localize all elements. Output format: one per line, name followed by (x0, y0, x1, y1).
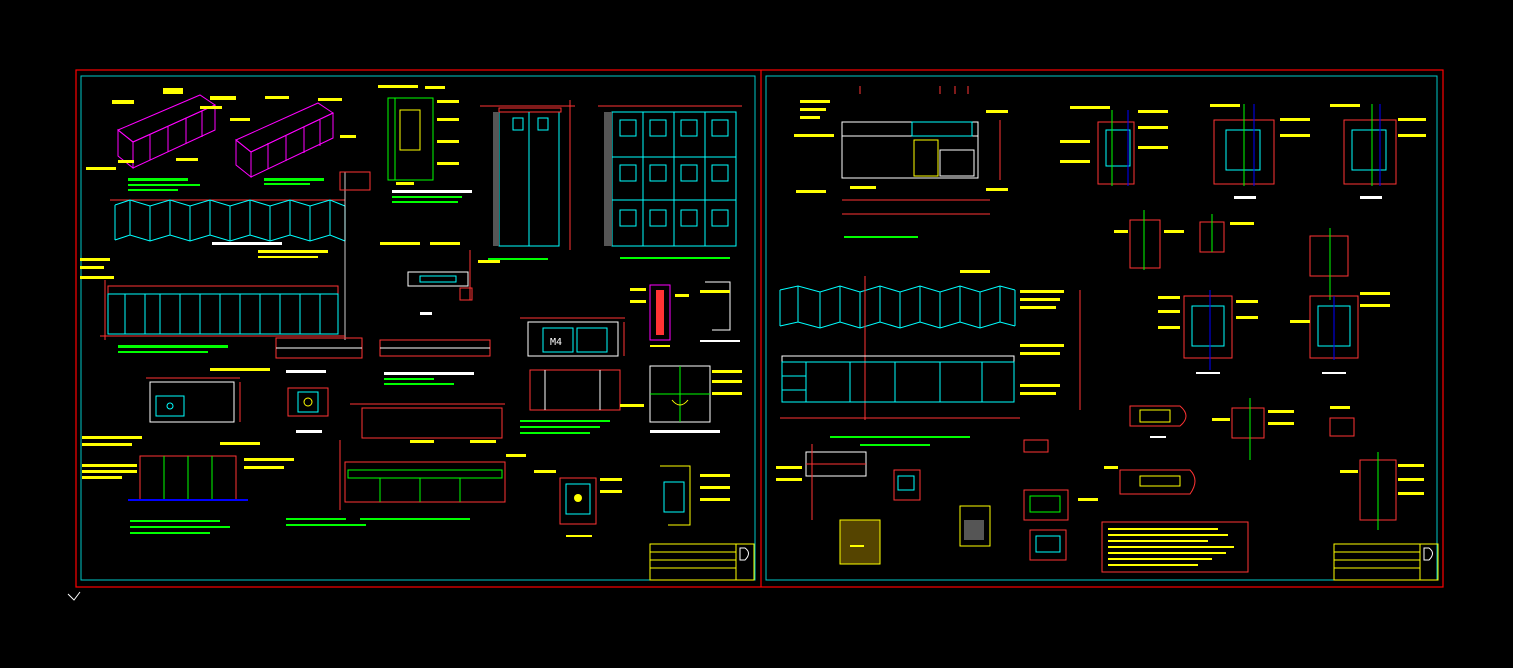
bracket-detail (630, 281, 740, 347)
title-block-icon (1423, 547, 1433, 561)
base-cabinet-elevation-right (780, 290, 1081, 446)
profile-details (275, 337, 491, 385)
upper-elevation (794, 86, 1008, 238)
base-cabinet-elevation (80, 258, 345, 353)
general-notes-box (1101, 521, 1249, 573)
faucet-detail (287, 387, 329, 433)
title-block-right (1333, 543, 1439, 581)
sink-section-detail (380, 242, 500, 315)
wall-section-detail (378, 85, 472, 203)
cabinet-section (82, 436, 294, 534)
cabinet-section-details-low (1104, 398, 1424, 530)
outer-frame (75, 69, 1444, 588)
isometric-cabinet-left (86, 88, 236, 170)
left-sheet: M4 (80, 85, 755, 581)
title-block-icon (739, 547, 749, 561)
sink-cross-section (534, 465, 730, 537)
sink-plan (146, 368, 270, 423)
module-tag-label: M4 (550, 337, 562, 348)
low-cabinet-elevation (520, 369, 621, 434)
isometric-cabinet-right (230, 96, 356, 179)
right-sheet-border (765, 75, 1438, 581)
cabinet-section-details-top (1060, 104, 1426, 199)
title-block-left (649, 543, 755, 581)
window-frame-detail (620, 365, 742, 433)
tall-cabinet-elevation-1 (480, 100, 575, 260)
ucs-cursor-icon[interactable] (67, 591, 81, 601)
module-m4-plan: M4 (520, 317, 625, 357)
tall-cabinet-elevation-2 (598, 105, 742, 259)
folding-door-elevation-right (779, 270, 1016, 420)
folding-door-elevation (110, 171, 371, 340)
counter-elevation (286, 403, 526, 526)
cabinet-section-details-mid (1114, 210, 1390, 374)
right-sheet (776, 86, 1439, 581)
countertop-edge-details (776, 439, 1098, 565)
left-sheet-border (80, 75, 756, 581)
